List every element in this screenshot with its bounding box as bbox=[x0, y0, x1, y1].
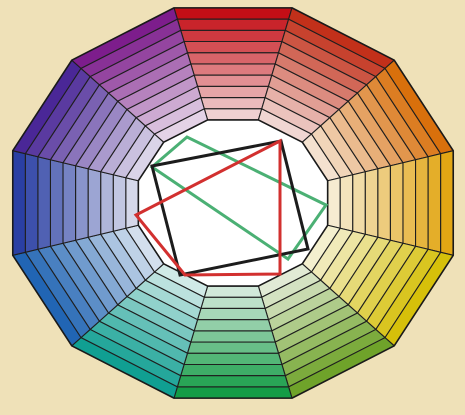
tint-cell-red-4 bbox=[194, 75, 272, 86]
tint-cell-yellow-orange-8 bbox=[416, 157, 429, 250]
tint-cell-green-9 bbox=[177, 376, 288, 387]
tint-cell-blue-violet-10 bbox=[13, 151, 26, 256]
tint-cell-yellow-orange-2 bbox=[340, 175, 353, 232]
tint-cell-blue-violet-6 bbox=[63, 163, 76, 244]
tint-cell-green-6 bbox=[187, 342, 278, 353]
tint-cell-green-7 bbox=[184, 353, 282, 364]
tint-cell-red-1 bbox=[204, 109, 261, 120]
tint-cell-red-8 bbox=[181, 30, 286, 41]
tint-cell-blue-violet-8 bbox=[38, 157, 51, 250]
tint-cell-red-2 bbox=[201, 98, 265, 109]
tint-cell-green-5 bbox=[191, 331, 275, 342]
tint-cell-green-1 bbox=[204, 286, 261, 297]
tint-cell-yellow-orange-6 bbox=[390, 163, 403, 244]
tint-cell-green-3 bbox=[198, 308, 269, 319]
tint-cell-green-2 bbox=[201, 297, 265, 308]
tint-cell-blue-violet-3 bbox=[101, 172, 114, 235]
wheel-center bbox=[138, 120, 327, 286]
tint-cell-blue-violet-5 bbox=[76, 166, 89, 241]
tint-cell-blue-violet-2 bbox=[113, 175, 126, 232]
tint-cell-green-4 bbox=[194, 320, 272, 331]
tint-cell-yellow-orange-1 bbox=[328, 178, 341, 229]
tint-cell-red-10 bbox=[174, 8, 292, 19]
tint-cell-yellow-orange-9 bbox=[428, 154, 441, 253]
color-wheel-segments bbox=[13, 8, 453, 398]
tint-cell-yellow-orange-10 bbox=[441, 151, 454, 256]
tint-cell-yellow-orange-4 bbox=[365, 169, 378, 238]
tint-cell-blue-violet-9 bbox=[25, 154, 38, 253]
tint-cell-yellow-orange-7 bbox=[403, 160, 416, 247]
tint-cell-green-8 bbox=[181, 365, 286, 376]
tint-cell-red-7 bbox=[184, 41, 282, 52]
tint-cell-blue-violet-7 bbox=[50, 160, 63, 247]
tint-cell-red-6 bbox=[187, 53, 278, 64]
tint-cell-yellow-orange-5 bbox=[378, 166, 391, 241]
tint-cell-red-3 bbox=[198, 86, 269, 97]
tint-cell-blue-violet-4 bbox=[88, 169, 101, 238]
tint-cell-blue-violet-1 bbox=[126, 178, 139, 229]
tint-cell-green-10 bbox=[174, 387, 292, 398]
tint-cell-red-5 bbox=[191, 64, 275, 75]
tint-cell-yellow-orange-3 bbox=[353, 172, 366, 235]
tint-cell-red-9 bbox=[177, 19, 288, 30]
